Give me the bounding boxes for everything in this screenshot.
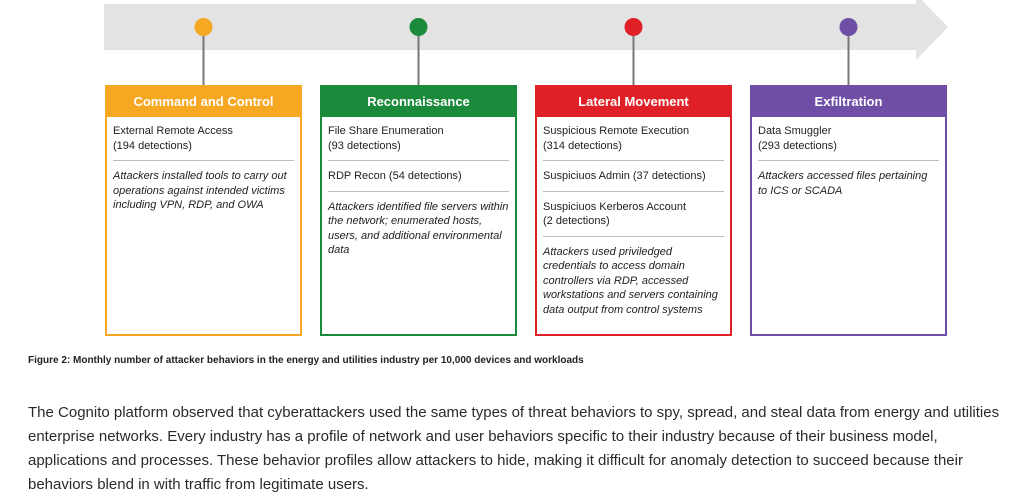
detection-count: (293 detections) [758,139,837,152]
stage-title: Lateral Movement [537,87,730,117]
detection-name: RDP Recon (54 detections) [328,170,462,182]
stage-title: Exfiltration [752,87,945,117]
divider [543,235,724,237]
stage-reconnaissance: Reconnaissance File Share Enumeration (9… [320,85,517,336]
detection-item: Suspiciuos Kerberos Account (2 detection… [543,200,724,229]
timeline-arrow [104,0,948,60]
stage-title: Command and Control [107,87,300,117]
detection-item: File Share Enumeration (93 detections) [328,124,509,153]
stage-title: Reconnaissance [322,87,515,117]
detection-name: Data Smuggler [758,125,832,137]
stage-description: Attackers accessed files pertaining to I… [758,170,928,197]
stage-dot [624,18,643,36]
divider [328,160,509,161]
detection-name: Suspiciuos Kerberos Account [543,200,687,213]
stage-dot [839,18,858,36]
detection-name: Suspicious Remote Execution [543,125,690,137]
stage-command-and-control: Command and Control External Remote Acce… [105,85,302,336]
divider [758,160,939,161]
divider [543,190,724,192]
stage-description: Attackers used priviledged credentials t… [543,245,718,316]
figure-caption: Figure 2: Monthly number of attacker beh… [28,355,584,366]
timeline-graphic [104,0,948,85]
detection-count: (2 detections) [543,215,610,227]
stage-lateral-movement: Lateral Movement Suspicious Remote Execu… [535,85,732,336]
detection-count: (314 detections) [543,139,622,152]
detection-item: Data Smuggler (293 detections) [758,124,939,153]
divider [113,160,294,161]
detection-count: (194 detections) [113,139,192,152]
stage-description: Attackers identified file servers within… [328,200,509,257]
detection-name: File Share Enumeration [328,125,444,137]
detection-count: (93 detections) [328,139,401,152]
divider [543,160,724,161]
detection-item: Suspicious Remote Execution (314 detecti… [543,124,724,153]
stage-dot [409,18,428,36]
stage-description: Attackers installed tools to carry out o… [113,170,287,211]
detection-name: External Remote Access [113,125,233,137]
body-paragraph: The Cognito platform observed that cyber… [28,404,1000,493]
detection-name: Suspiciuos Admin (37 detections) [543,170,706,182]
detection-item: RDP Recon (54 detections) [328,169,509,184]
divider [328,190,509,192]
detection-item: Suspiciuos Admin (37 detections) [543,169,724,184]
detection-item: External Remote Access (194 detections) [113,124,294,153]
stage-dot [194,18,213,36]
stage-exfiltration: Exfiltration Data Smuggler (293 detectio… [750,85,947,336]
